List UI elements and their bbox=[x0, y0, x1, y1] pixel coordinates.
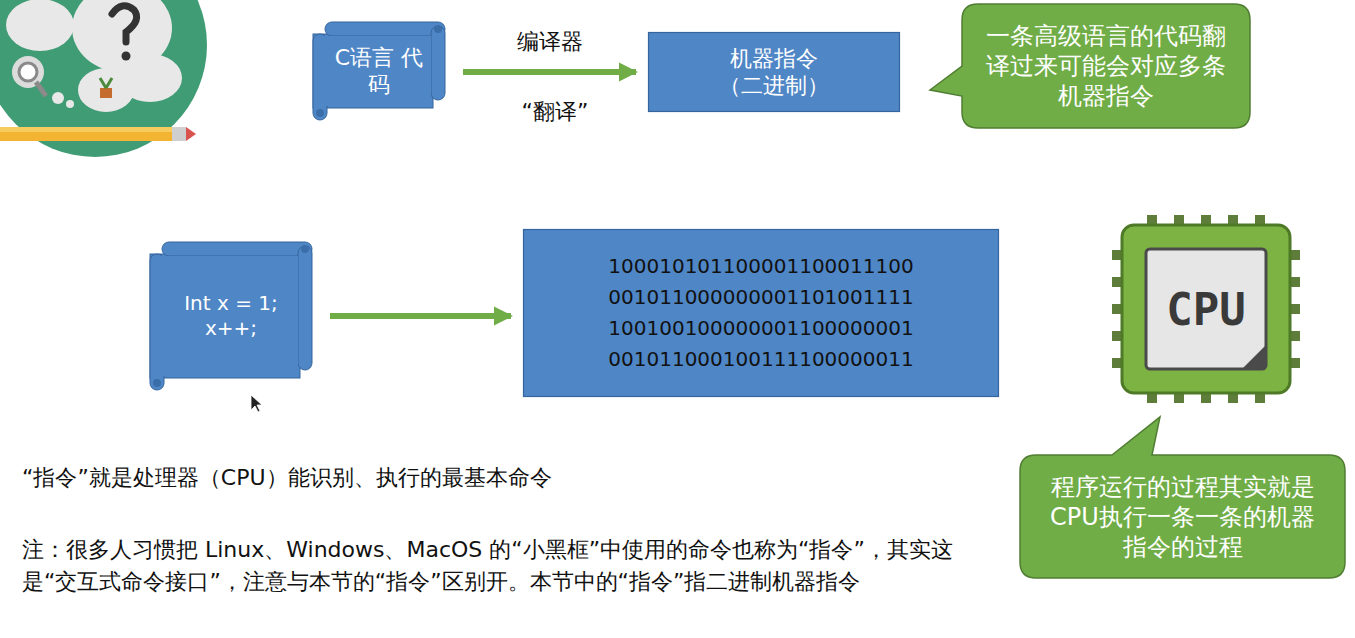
node-text: 程序运行的过程其实就是CPU执行一条一条的机器指令的过程 bbox=[1043, 472, 1323, 562]
arrow-label: 编译器 bbox=[480, 26, 620, 58]
node-shape bbox=[648, 32, 900, 112]
node-text: 机器指令 （二进制） bbox=[712, 45, 837, 100]
flow-arrow bbox=[463, 69, 636, 75]
machine-code-box: 机器指令 （二进制） bbox=[648, 32, 900, 112]
flow-arrow bbox=[330, 313, 511, 319]
note-text: “指令”就是处理器（CPU）能识别、执行的最基本命令 bbox=[22, 462, 922, 494]
node-text: C语言 代码 bbox=[334, 44, 424, 99]
cpu-icon: CPU bbox=[1112, 215, 1300, 403]
note-callout: 程序运行的过程其实就是CPU执行一条一条的机器指令的过程 bbox=[1020, 455, 1345, 578]
chip-label: CPU bbox=[1166, 282, 1245, 337]
code-scroll: Int x = 1; x++; bbox=[150, 242, 312, 390]
node-text: 001011000100111100000011 bbox=[608, 344, 913, 375]
note-callout: 一条高级语言的代码翻译过来可能会对应多条机器指令 bbox=[962, 4, 1250, 128]
arrow-label: “翻译” bbox=[500, 96, 610, 128]
callout-outline bbox=[930, 4, 1250, 128]
chip-outline bbox=[1112, 215, 1300, 403]
node-text: 100010101100001100011100 bbox=[608, 251, 913, 282]
binary-box: 1000101011000011000111000010110000000011… bbox=[523, 229, 999, 397]
node-shape bbox=[313, 22, 445, 120]
callout-outline bbox=[1020, 417, 1345, 578]
node-text: 100100100000001100000001 bbox=[608, 313, 913, 344]
box-outline bbox=[524, 230, 999, 397]
node-text: 一条高级语言的代码翻译过来可能会对应多条机器指令 bbox=[986, 21, 1226, 111]
node-text: Int x = 1; x++; bbox=[176, 291, 286, 341]
thinking-icon bbox=[0, 0, 207, 157]
node-text: 001011000000001101001111 bbox=[608, 282, 913, 313]
box-outline bbox=[649, 33, 900, 112]
note-text: 注：很多人习惯把 Linux、Windows、MacOS 的“小黑框”中使用的命… bbox=[22, 534, 977, 598]
mouse-cursor bbox=[251, 395, 262, 412]
code-scroll: C语言 代码 bbox=[313, 22, 445, 120]
scroll-outline bbox=[313, 22, 445, 120]
scroll-outline bbox=[150, 242, 312, 390]
